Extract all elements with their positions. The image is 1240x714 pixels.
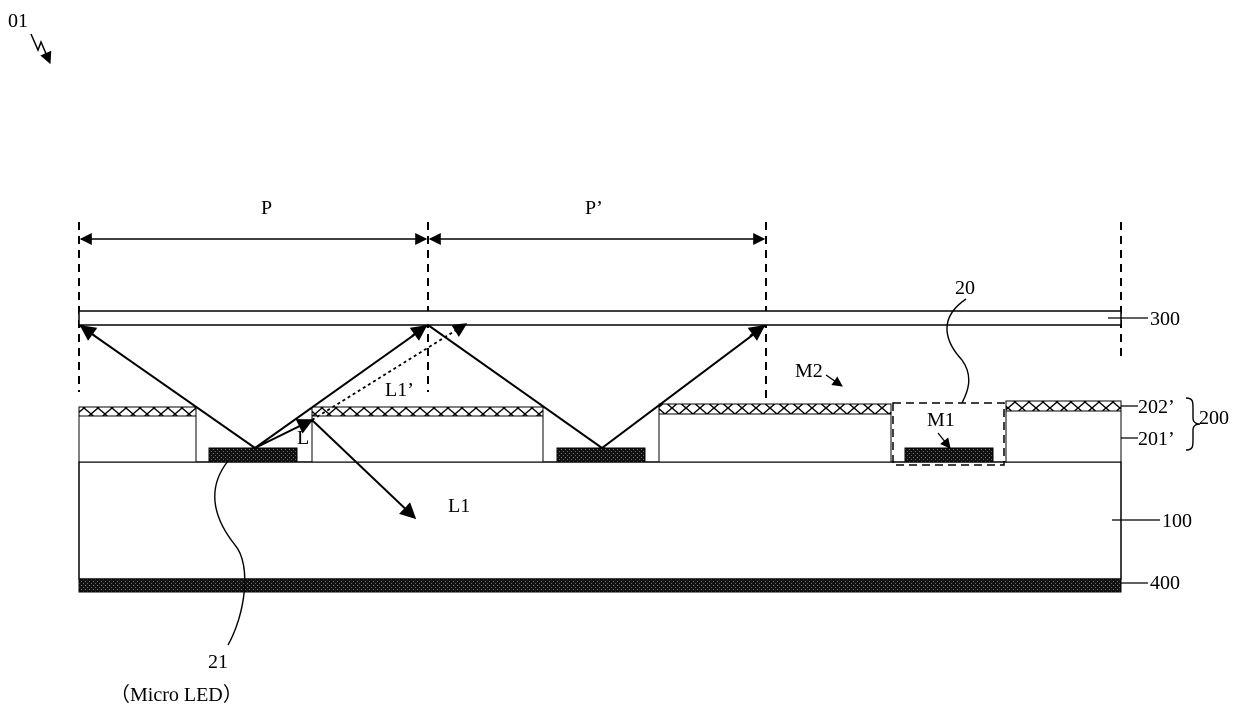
ref-20-label: 20	[955, 277, 975, 299]
ref-300-label: 300	[1150, 308, 1180, 330]
region-m2-label: M2	[795, 360, 823, 382]
figure-ref-label: 01	[8, 10, 28, 32]
micro-led-2	[557, 448, 645, 462]
region-m1-arrow	[938, 433, 950, 448]
region-m1-label: M1	[927, 409, 955, 431]
ray-l1-label: L1	[448, 495, 470, 517]
ref-21-label: 21	[208, 651, 228, 673]
ray-arrow-right-top	[750, 326, 764, 336]
ray-l1-prime-label: L1’	[385, 379, 414, 401]
micro-led-label: （Micro LED）	[110, 683, 243, 706]
bank-201-block-2	[312, 416, 543, 462]
reflective-202-block-1	[79, 407, 196, 416]
micro-led-3	[905, 448, 993, 462]
region-m2-arrow	[826, 375, 842, 386]
ref-202-label: 202’	[1138, 396, 1175, 418]
bank-201-block-1	[79, 416, 196, 462]
ray-arrow-left-top	[81, 326, 95, 336]
reflective-202-block-2	[312, 407, 543, 416]
brace-200	[1186, 398, 1200, 450]
ref-100-label: 100	[1162, 510, 1192, 532]
ray-l-label: L	[297, 427, 309, 449]
reflective-202-block-4	[1006, 401, 1121, 411]
pitch-p-prime-label: P’	[585, 197, 603, 219]
ref-201-label: 201’	[1138, 428, 1175, 450]
layer-400	[79, 579, 1121, 592]
reflective-202-block-3	[659, 404, 891, 414]
ref-200-label: 200	[1199, 407, 1229, 429]
cover-layer-300	[79, 311, 1121, 325]
bank-201-block-4	[1006, 411, 1121, 462]
ray-l1-prime-dotted	[312, 324, 466, 420]
substrate-100	[79, 462, 1121, 579]
pitch-p-label: P	[261, 197, 272, 219]
figure-ref-arrow	[31, 34, 50, 63]
ray-arrow-mid-top	[412, 326, 426, 336]
ref-400-label: 400	[1150, 572, 1180, 594]
bank-201-block-3	[659, 414, 891, 462]
micro-led-1	[209, 448, 297, 462]
